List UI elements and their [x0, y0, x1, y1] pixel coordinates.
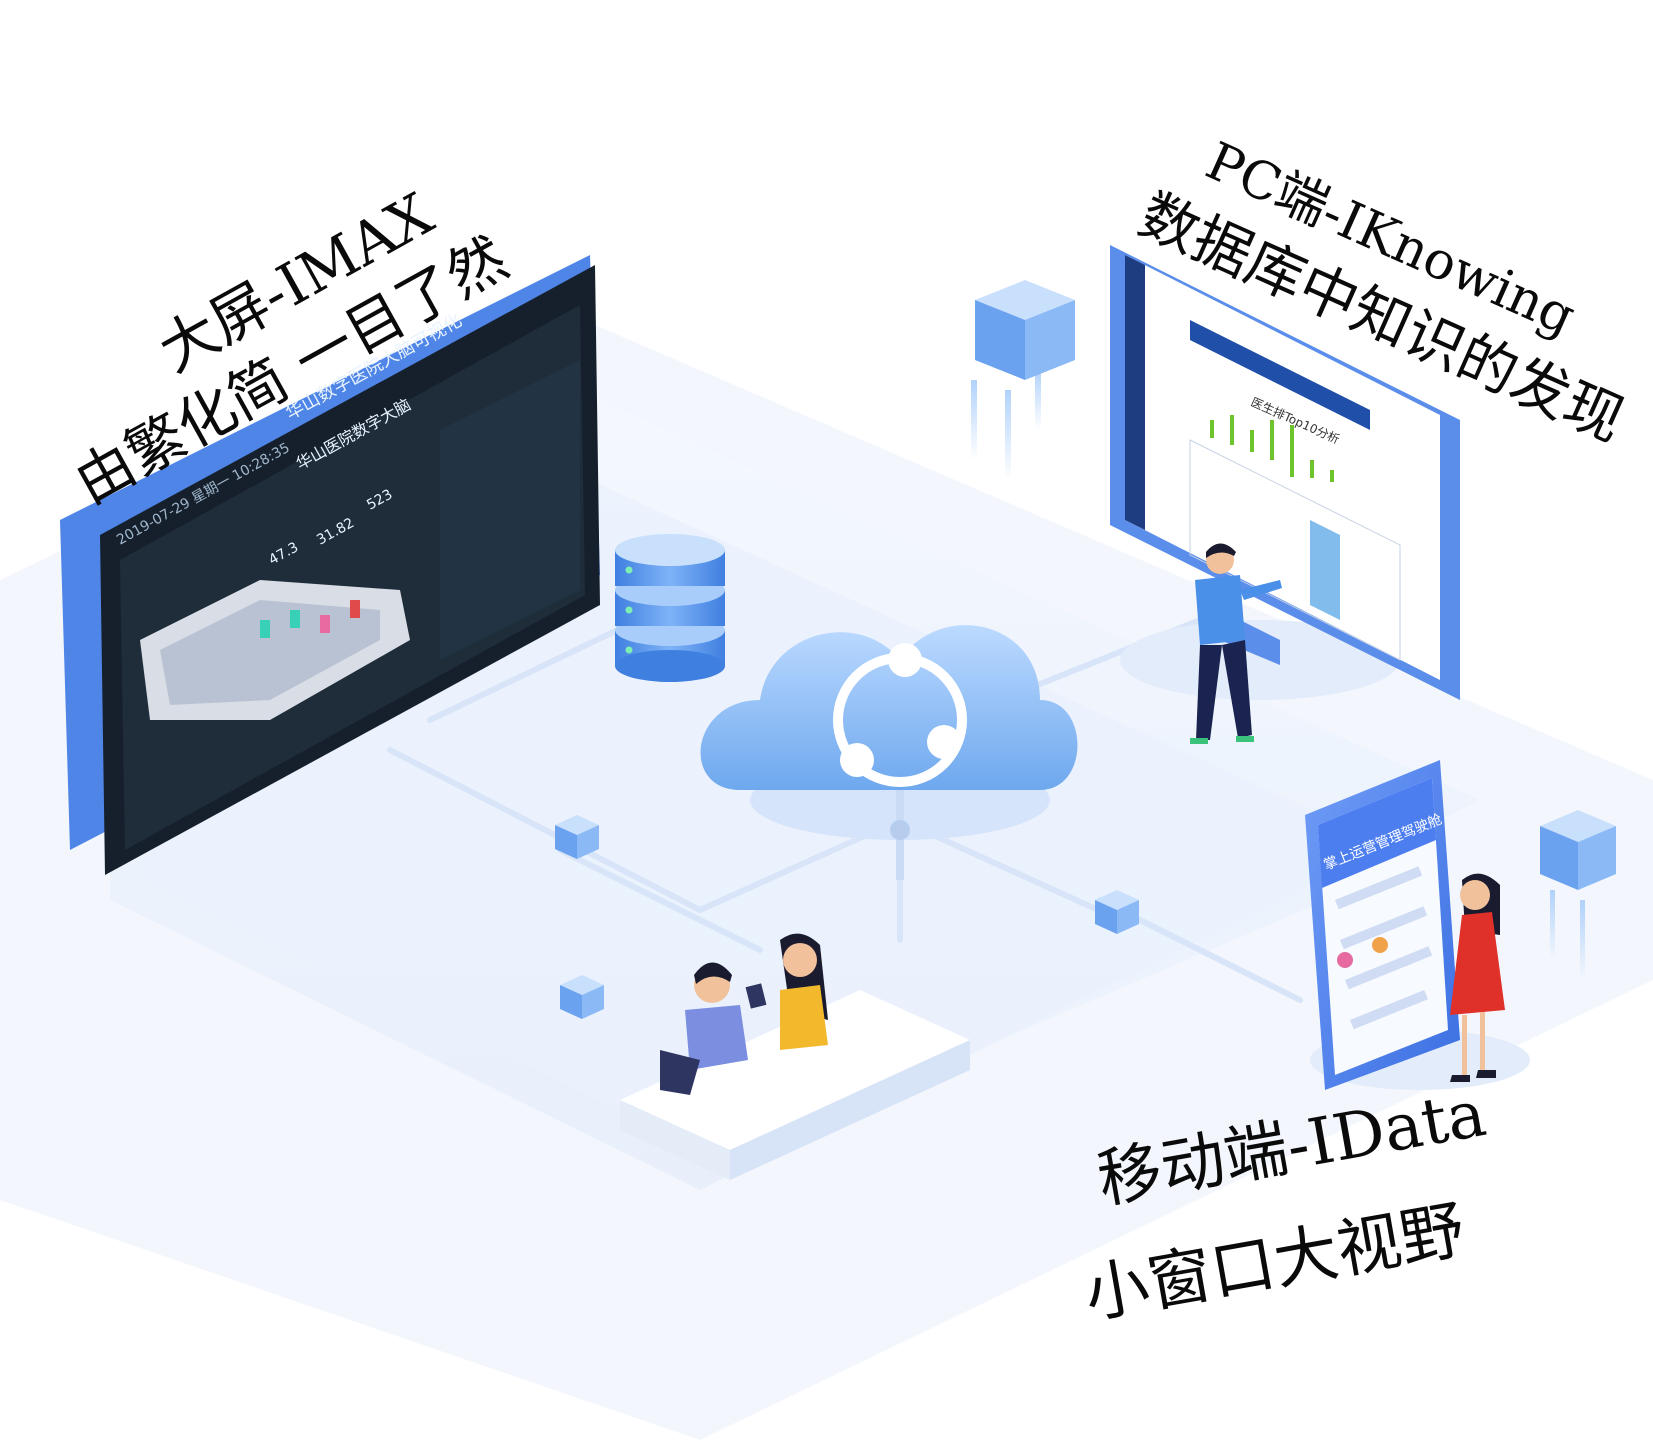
bench — [620, 990, 970, 1180]
seated-woman-figure — [745, 933, 828, 1050]
seated-man-figure — [660, 962, 748, 1095]
pc-bar-chart — [1210, 415, 1334, 482]
mobile-phone: 掌上运营管理驾驶舱 — [1305, 760, 1530, 1090]
man-standing-figure — [1190, 543, 1282, 744]
pc-monitor: 医生排Top10分析 — [1110, 245, 1460, 700]
cube-decoration — [555, 280, 1616, 1019]
cloud-network-icon — [700, 625, 1078, 880]
database-icon — [615, 534, 725, 682]
big-screen-display: 2019-07-29 星期一 10:28:35 华山数字医院大脑可视化 华山医院… — [60, 255, 600, 875]
woman-standing-figure — [1450, 873, 1505, 1082]
